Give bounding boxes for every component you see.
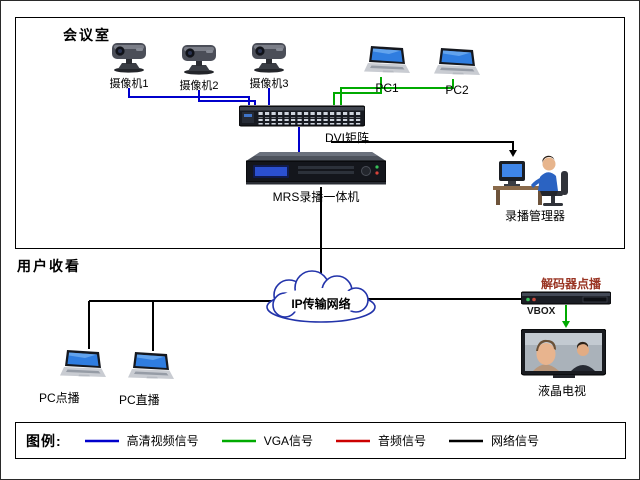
pc2-label: PC2: [445, 83, 469, 97]
legend-line-hd-video-icon: [84, 439, 119, 442]
legend-line-network-icon: [449, 439, 484, 442]
user-viewing-label: 用户收看: [17, 258, 81, 274]
camera-icon: [252, 43, 286, 73]
legend-label-hd-video: 高清视频信号: [126, 434, 199, 448]
laptop-pc1: [363, 45, 411, 79]
legend-item-hd-video: 高清视频信号: [84, 432, 199, 449]
mrs-recorder-device: [246, 151, 386, 185]
ptz-camera-3: [247, 37, 291, 73]
laptop-pc2: [433, 47, 481, 81]
recorder-icon: [246, 152, 386, 185]
operator-desk-icon: [493, 155, 568, 206]
laptop-icon: [60, 350, 106, 377]
camera-icon: [112, 43, 146, 73]
pc-vod-label: PC点播: [39, 391, 80, 405]
laptop-icon: [128, 352, 174, 379]
ptz-camera-1: [107, 37, 151, 73]
recording-manager-station: [493, 147, 578, 207]
mrs-recorder-label: MRS录播一体机: [272, 190, 360, 204]
lcd-tv-label: 液晶电视: [537, 384, 587, 398]
decoder-box-icon: [521, 291, 611, 305]
dvi-matrix-label: DVI矩阵: [325, 131, 370, 145]
camera-3-label: 摄像机3: [249, 78, 289, 90]
legend-item-network: 网络信号: [448, 432, 539, 449]
legend-label-network: 网络信号: [491, 434, 540, 448]
laptop-icon: [364, 46, 410, 73]
dvi-matrix-device: [239, 105, 365, 127]
rack-switch-icon: [239, 105, 365, 127]
pc-live-label: PC直播: [119, 393, 160, 407]
recording-manager-label: 录播管理器: [504, 209, 566, 223]
legend-item-vga: VGA信号: [221, 432, 313, 449]
decoder-vod-label: 解码器点播: [540, 277, 602, 291]
camera-icon: [182, 45, 216, 75]
legend-line-vga-icon: [221, 439, 256, 442]
laptop-icon: [434, 48, 480, 75]
legend-item-audio: 音频信号: [335, 432, 426, 449]
legend-label-audio: 音频信号: [378, 434, 427, 448]
vbox-label: VBOX: [527, 306, 556, 317]
lcd-tv-device: [521, 329, 606, 379]
laptop-pc-live: [127, 351, 175, 385]
ptz-camera-2: [177, 39, 221, 75]
vbox-decoder-device: [521, 291, 611, 305]
legend-box: 图例: 高清视频信号 VGA信号 音频信号 网络信号: [15, 422, 626, 459]
pc1-label: PC1: [375, 81, 399, 95]
arrowhead-tv: [562, 321, 570, 328]
legend-line-audio-icon: [336, 439, 371, 442]
laptop-pc-vod: [59, 349, 107, 383]
camera-2-label: 摄像机2: [179, 80, 219, 92]
camera-1-label: 摄像机1: [109, 78, 149, 90]
conference-room-label: 会议室: [63, 27, 111, 43]
legend-label-vga: VGA信号: [263, 434, 314, 448]
tv-icon: [521, 329, 606, 378]
ip-network-label: IP传输网络: [291, 297, 351, 311]
legend-title: 图例:: [26, 432, 62, 449]
